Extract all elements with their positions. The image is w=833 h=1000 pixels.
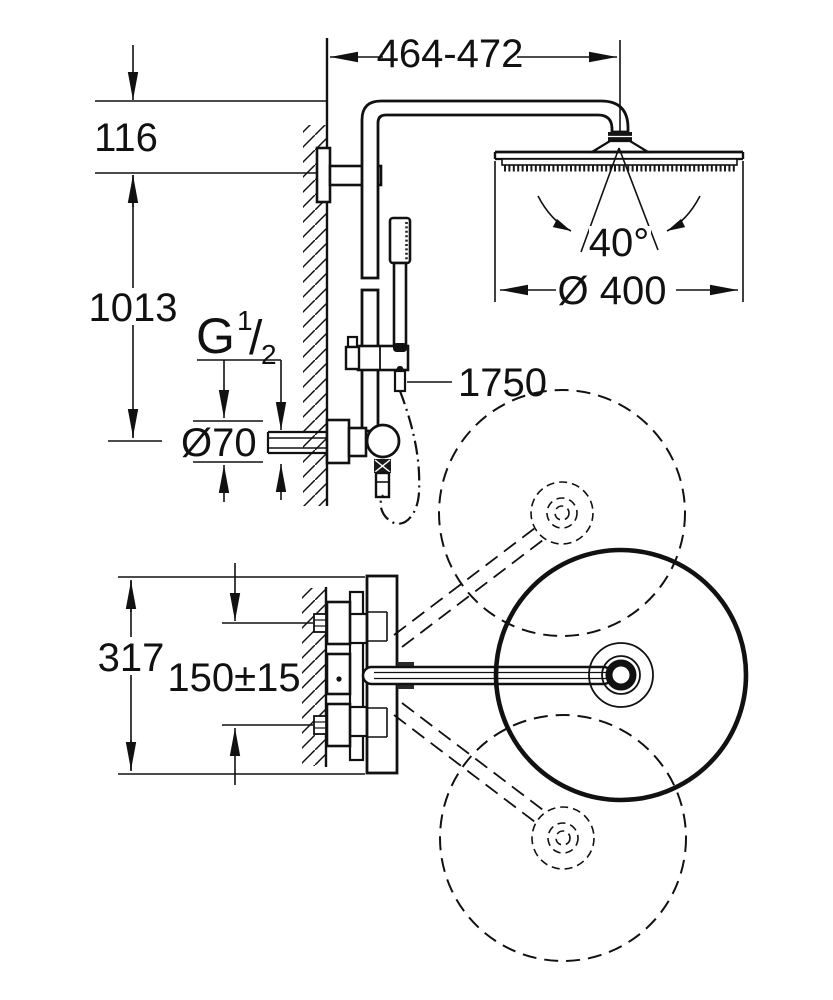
- dim-reach-label: 464-472: [377, 32, 524, 76]
- dimension-layer: 464-472 116 1013 G 1 / 2 Ø70 1750: [88, 32, 744, 785]
- holder-clamp: [344, 345, 361, 371]
- dim-body-height-label: 317: [98, 636, 165, 680]
- head-circle-rotated-up: [438, 389, 686, 637]
- dim-head-dia-label: Ø 400: [558, 269, 667, 313]
- arm-rotated-positions: [393, 527, 544, 823]
- escutcheon-screw-dot: [336, 676, 342, 682]
- head-circle-front: [493, 547, 749, 803]
- rotated-boss-down: [531, 806, 595, 870]
- thermostat-step-bottom: [348, 705, 369, 738]
- hose-outlet: [374, 471, 391, 499]
- head-disc-lip: [501, 158, 738, 166]
- inlet-escutcheon-bottom: [325, 702, 352, 748]
- thread-size-label: G 1 / 2: [196, 305, 277, 370]
- thermostat-body-details: [367, 611, 388, 738]
- head-center-boss: [588, 642, 654, 708]
- front-view: [302, 389, 749, 962]
- rotated-boss-up: [530, 481, 594, 545]
- holder-knob: [346, 335, 359, 349]
- valve-escutcheon: [325, 418, 351, 465]
- dim-inlet-spacing-label: 150±15: [167, 656, 300, 700]
- wall-bracket-plate: [315, 146, 332, 204]
- side-view: [266, 38, 745, 525]
- thread-g: G: [196, 308, 235, 364]
- thermostat-step-top: [348, 612, 369, 645]
- hand-shower-handle: [392, 261, 408, 348]
- dim-arm-offset-label: 116: [94, 116, 158, 160]
- inlet-nipple-top: [313, 613, 327, 633]
- head-shower: [493, 132, 745, 172]
- dim-hose-length-label: 1750: [458, 361, 547, 405]
- thread-slash: /: [249, 312, 263, 365]
- thread-denominator: 2: [261, 339, 277, 370]
- dim-escutcheon-dia-label: Ø70: [181, 421, 257, 465]
- swivel-angle-annotation: 40°: [537, 147, 701, 265]
- shower-hose: [379, 390, 421, 525]
- hand-shower-swivel-joint: [393, 343, 407, 352]
- valve-ball-joint: [365, 423, 401, 459]
- inlet-escutcheon-top: [325, 600, 352, 646]
- thread-numerator: 1: [237, 305, 253, 336]
- hose-connector-stub: [393, 369, 407, 393]
- head-circle-rotated-down: [439, 714, 687, 962]
- dim-swivel-angle-label: 40°: [589, 221, 650, 265]
- hose-coupling-nut: [374, 459, 391, 473]
- shower-arm-front: [361, 665, 614, 686]
- arm-mount-escutcheon: [325, 652, 352, 696]
- dim-riser-height-label: 1013: [89, 286, 178, 330]
- valve-body: [347, 426, 368, 458]
- inlet-nipple-bottom: [313, 715, 327, 735]
- supply-pipe-stub: [266, 430, 327, 455]
